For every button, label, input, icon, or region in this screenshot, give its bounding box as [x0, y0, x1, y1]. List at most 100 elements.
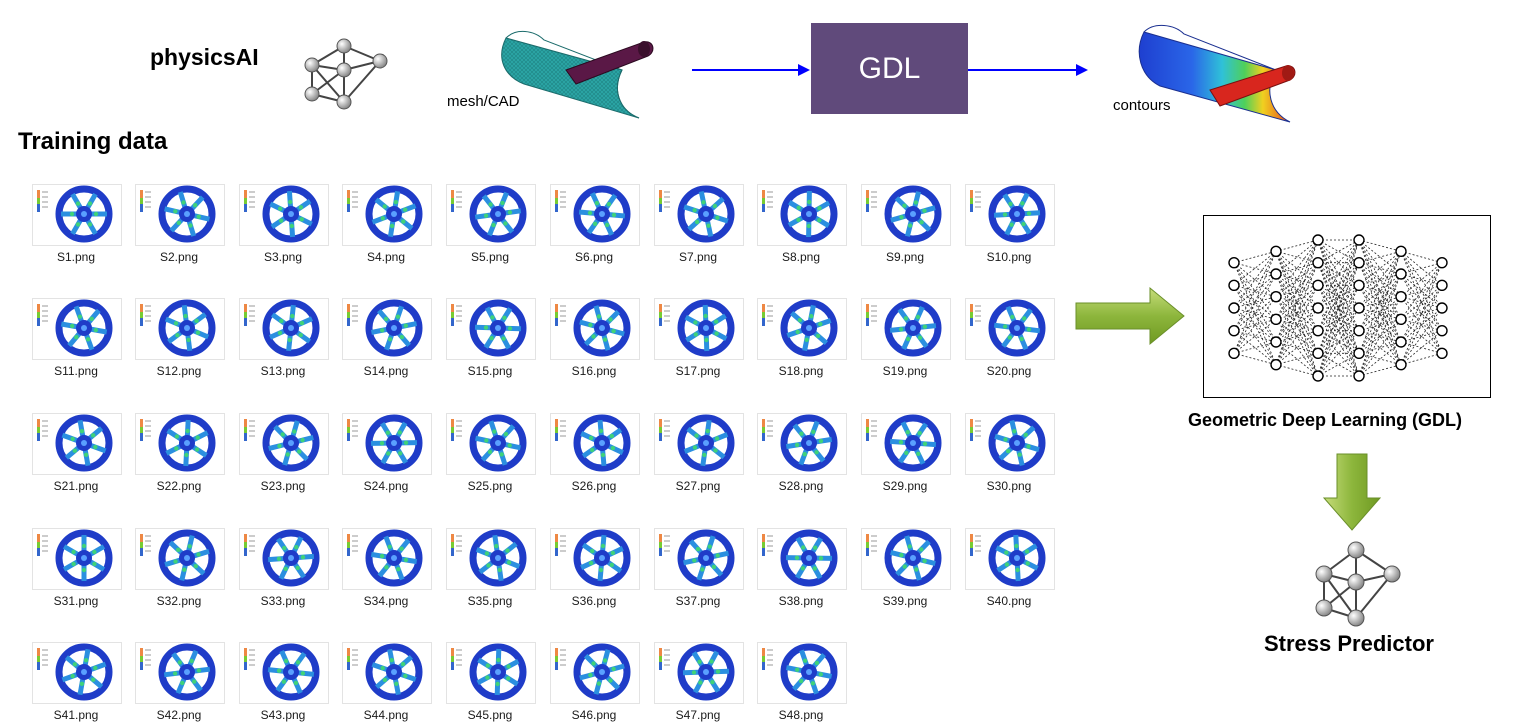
- nn-connection: [1317, 239, 1360, 354]
- thumbnail-file[interactable]: S14.png: [342, 298, 432, 380]
- nn-connection: [1317, 262, 1360, 286]
- green-down-arrow: [1322, 453, 1382, 531]
- thumbnail-file[interactable]: S11.png: [32, 298, 122, 380]
- thumbnail-file[interactable]: S26.png: [550, 413, 640, 495]
- thumbnail-file[interactable]: S15.png: [446, 298, 536, 380]
- thumbnail-image: [239, 413, 329, 475]
- thumbnail-file[interactable]: S30.png: [965, 413, 1055, 495]
- thumbnail-image: [757, 642, 847, 704]
- thumbnail-image: [32, 184, 122, 246]
- thumbnail-file[interactable]: S6.png: [550, 184, 640, 266]
- thumbnail-file[interactable]: S27.png: [654, 413, 744, 495]
- wheel-contour-icon: [244, 529, 320, 587]
- thumbnail-file[interactable]: S38.png: [757, 528, 847, 610]
- nn-node: [1436, 302, 1448, 314]
- thumbnail-file[interactable]: S10.png: [965, 184, 1055, 266]
- wheel-contour-icon: [762, 414, 838, 472]
- thumbnail-file[interactable]: S36.png: [550, 528, 640, 610]
- thumbnail-file[interactable]: S12.png: [135, 298, 225, 380]
- nn-node: [1353, 234, 1365, 246]
- thumbnail-image: [342, 642, 432, 704]
- wheel-contour-icon: [140, 185, 216, 243]
- thumbnail-filename: S46.png: [571, 708, 617, 722]
- thumbnail-filename: S32.png: [156, 594, 202, 608]
- nn-node: [1270, 358, 1282, 371]
- thumbnail-file[interactable]: S32.png: [135, 528, 225, 610]
- thumbnail-file[interactable]: S21.png: [32, 413, 122, 495]
- thumbnail-file[interactable]: S39.png: [861, 528, 951, 610]
- nn-connection: [1358, 318, 1402, 332]
- thumbnail-filename: S25.png: [467, 479, 513, 493]
- wheel-contour-icon: [762, 299, 838, 357]
- wheel-contour-icon: [140, 414, 216, 472]
- thumbnail-image: [135, 642, 225, 704]
- thumbnail-file[interactable]: S35.png: [446, 528, 536, 610]
- thumbnail-filename: S1.png: [56, 250, 96, 264]
- thumbnail-file[interactable]: S4.png: [342, 184, 432, 266]
- thumbnail-file[interactable]: S9.png: [861, 184, 951, 266]
- thumbnail-filename: S8.png: [781, 250, 821, 264]
- nn-node: [1270, 336, 1282, 348]
- thumbnail-file[interactable]: S3.png: [239, 184, 329, 266]
- thumbnail-file[interactable]: S42.png: [135, 642, 225, 724]
- thumbnail-file[interactable]: S41.png: [32, 642, 122, 724]
- thumbnail-file[interactable]: S13.png: [239, 298, 329, 380]
- thumbnail-file[interactable]: S5.png: [446, 184, 536, 266]
- nn-connection: [1275, 330, 1319, 343]
- thumbnail-filename: S30.png: [986, 479, 1032, 493]
- nn-connection: [1275, 284, 1319, 298]
- nn-node: [1353, 279, 1365, 292]
- wheel-contour-icon: [866, 414, 942, 472]
- wheel-contour-icon: [555, 299, 631, 357]
- thumbnail-file[interactable]: S8.png: [757, 184, 847, 266]
- nn-connection: [1358, 296, 1402, 377]
- thumbnail-file[interactable]: S16.png: [550, 298, 640, 380]
- thumbnail-image: [550, 642, 640, 704]
- thumbnail-file[interactable]: S34.png: [342, 528, 432, 610]
- thumbnail-file[interactable]: S7.png: [654, 184, 744, 266]
- thumbnail-image: [32, 413, 122, 475]
- mesh-cad-icon: [501, 31, 654, 119]
- nn-connection: [1358, 273, 1402, 309]
- nn-connection: [1233, 307, 1277, 343]
- thumbnail-file[interactable]: S37.png: [654, 528, 744, 610]
- thumbnail-file[interactable]: S17.png: [654, 298, 744, 380]
- thumbnail-file[interactable]: S19.png: [861, 298, 951, 380]
- nn-connection: [1233, 319, 1277, 354]
- thumbnail-file[interactable]: S29.png: [861, 413, 951, 495]
- training-thumbnail-grid: S1.png S2.png: [32, 184, 1055, 724]
- wheel-contour-icon: [866, 299, 942, 357]
- thumbnail-file[interactable]: S44.png: [342, 642, 432, 724]
- thumbnail-file[interactable]: S20.png: [965, 298, 1055, 380]
- nn-node: [1228, 324, 1240, 337]
- thumbnail-file[interactable]: S45.png: [446, 642, 536, 724]
- nn-node: [1228, 256, 1240, 269]
- thumbnail-image: [446, 298, 536, 360]
- wheel-contour-icon: [555, 529, 631, 587]
- thumbnail-file[interactable]: S2.png: [135, 184, 225, 266]
- thumbnail-file[interactable]: S46.png: [550, 642, 640, 724]
- thumbnail-image: [861, 184, 951, 246]
- thumbnail-file[interactable]: S28.png: [757, 413, 847, 495]
- thumbnail-filename: S15.png: [467, 364, 513, 378]
- thumbnail-file[interactable]: S1.png: [32, 184, 122, 266]
- thumbnail-file[interactable]: S43.png: [239, 642, 329, 724]
- nn-connection: [1275, 307, 1319, 343]
- nn-node: [1312, 302, 1324, 314]
- thumbnail-file[interactable]: S31.png: [32, 528, 122, 610]
- nn-connection: [1233, 330, 1277, 343]
- thumbnail-file[interactable]: S33.png: [239, 528, 329, 610]
- thumbnail-file[interactable]: S22.png: [135, 413, 225, 495]
- thumbnail-file[interactable]: S18.png: [757, 298, 847, 380]
- thumbnail-file[interactable]: S47.png: [654, 642, 744, 724]
- thumbnail-file[interactable]: S24.png: [342, 413, 432, 495]
- thumbnail-file[interactable]: S23.png: [239, 413, 329, 495]
- thumbnail-file[interactable]: S40.png: [965, 528, 1055, 610]
- thumbnail-filename: S14.png: [363, 364, 409, 378]
- thumbnail-file[interactable]: S48.png: [757, 642, 847, 724]
- wheel-contour-icon: [140, 529, 216, 587]
- thumbnail-file[interactable]: S25.png: [446, 413, 536, 495]
- thumbnail-filename: S11.png: [54, 364, 98, 378]
- nn-node: [1436, 324, 1448, 337]
- nn-connection: [1400, 262, 1443, 320]
